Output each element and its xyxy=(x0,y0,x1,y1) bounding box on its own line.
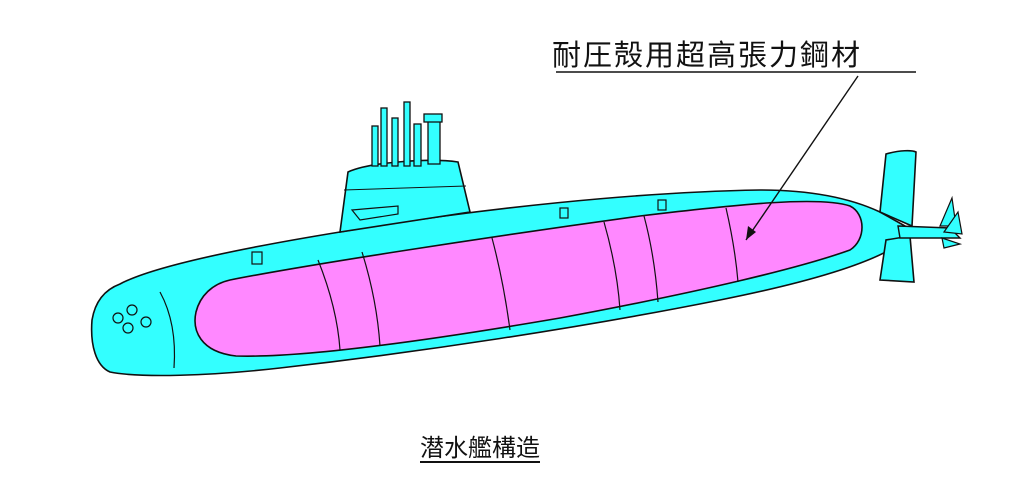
segment-line-6 xyxy=(725,207,739,283)
bow-details xyxy=(112,291,176,369)
torpedo-tube-1 xyxy=(112,312,124,324)
mast-2 xyxy=(380,107,388,167)
torpedo-tube-2 xyxy=(126,304,138,316)
torpedo-tube-4 xyxy=(140,316,152,328)
torpedo-tube-3 xyxy=(122,322,134,334)
propeller-blade-3 xyxy=(941,237,963,249)
sail-deck-line xyxy=(343,185,467,191)
caption: 潜水艦構造 xyxy=(420,434,540,462)
mast-1 xyxy=(371,125,379,167)
deck-fitting-2 xyxy=(559,207,569,219)
segment-line-3 xyxy=(491,237,511,331)
hull-segment-lines xyxy=(317,207,739,351)
mast-3 xyxy=(391,117,399,167)
lower-fin xyxy=(879,235,915,283)
stern-plane xyxy=(897,225,962,239)
callout-arrowhead xyxy=(746,226,756,240)
callout-label: 耐圧殻用超高張力鋼材 xyxy=(552,38,863,72)
sail-plane xyxy=(350,205,399,221)
mast-4 xyxy=(403,101,411,167)
deck-fittings xyxy=(251,199,667,265)
deck-fitting-1 xyxy=(251,251,263,265)
bow-frame-line xyxy=(159,291,176,369)
masts xyxy=(371,101,443,167)
mast-6-cap xyxy=(423,113,443,123)
propeller xyxy=(939,195,963,249)
segment-line-4 xyxy=(603,221,621,311)
mast-6 xyxy=(427,117,441,165)
mast-5 xyxy=(413,123,422,167)
callout-arrow-line xyxy=(745,75,859,241)
segment-line-5 xyxy=(643,215,659,303)
pressure-hull xyxy=(194,200,863,357)
segment-line-1 xyxy=(317,259,341,351)
upper-fin xyxy=(879,149,917,228)
segment-line-2 xyxy=(361,251,381,347)
propeller-blade-2 xyxy=(942,210,963,235)
deck-fitting-3 xyxy=(657,199,667,211)
